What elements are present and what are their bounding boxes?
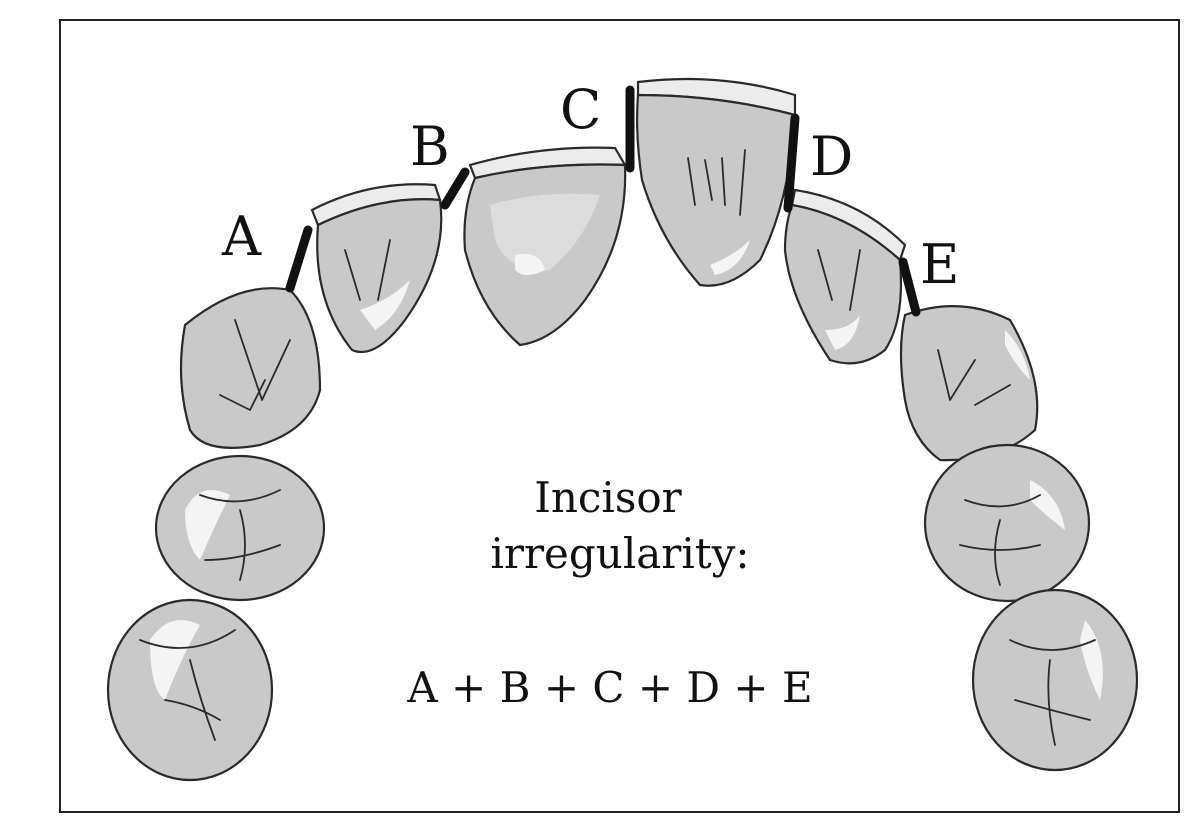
left-lateral-incisor	[312, 184, 441, 352]
right-second-molar	[973, 590, 1137, 770]
right-central-incisor	[637, 79, 795, 286]
left-canine	[181, 288, 320, 448]
contact-point-e	[903, 262, 916, 312]
left-first-molar	[156, 456, 324, 600]
right-canine	[901, 306, 1037, 460]
caption-line-2: irregularity:	[490, 529, 749, 578]
left-second-molar	[108, 600, 272, 780]
label-c: C	[560, 78, 601, 141]
caption-line-1: Incisor	[534, 473, 682, 522]
label-a: A	[221, 205, 262, 268]
right-lateral-incisor	[785, 190, 905, 363]
right-first-molar	[925, 445, 1089, 601]
caption-formula: A + B + C + D + E	[406, 663, 812, 712]
label-e: E	[920, 233, 959, 296]
label-b: B	[410, 115, 450, 178]
label-d: D	[810, 125, 853, 188]
contact-point-a	[290, 230, 308, 288]
left-central-incisor	[464, 148, 625, 345]
